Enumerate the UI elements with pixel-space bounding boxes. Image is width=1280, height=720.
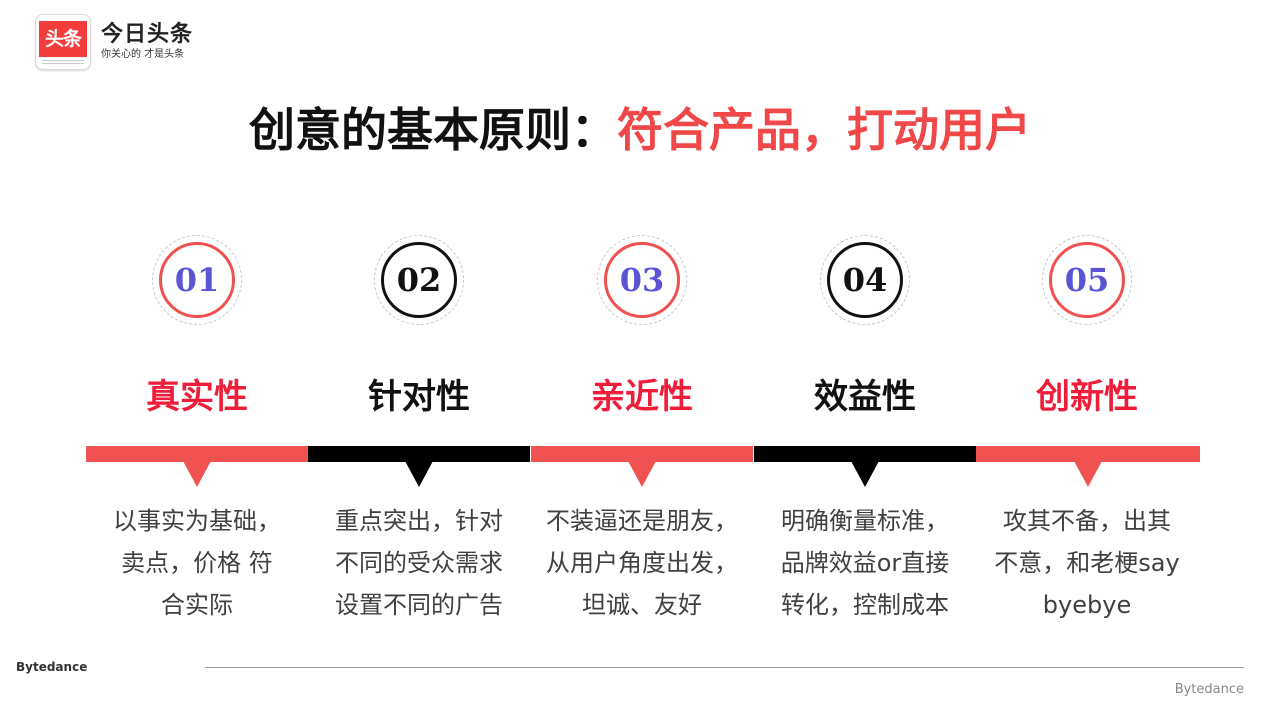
title-prefix: 创意的基本原则： xyxy=(249,103,617,157)
description-line: 从用户角度出发， xyxy=(546,549,738,577)
principle-description-2: 重点突出，针对 不同的受众需求 设置不同的广告 xyxy=(308,500,530,626)
timeline-bar-2 xyxy=(308,446,530,462)
slide-title: 创意的基本原则：符合产品，打动用户 xyxy=(0,100,1280,160)
principle-description-4: 明确衡量标准， 品牌效益or直接 转化，控制成本 xyxy=(754,500,976,626)
logo-name: 今日头条 xyxy=(101,22,194,47)
footer-brand-left: Bytedance xyxy=(16,660,88,674)
number-circle-outer: 05 xyxy=(1042,235,1132,325)
description-line: 重点突出，针对 xyxy=(335,507,503,535)
principle-description-5: 攻其不备，出其 不意，和老梗say byebye xyxy=(976,500,1198,626)
description-line: 不装逼还是朋友， xyxy=(546,507,738,535)
principle-description-1: 以事实为基础， 卖点，价格 符 合实际 xyxy=(86,500,308,626)
number-circle-outer: 03 xyxy=(597,235,687,325)
number-circle-outer: 04 xyxy=(820,235,910,325)
number-circle: 05 xyxy=(1049,242,1125,318)
footer-brand-right: Bytedance xyxy=(1174,682,1244,697)
description-line: byebye xyxy=(1042,591,1132,619)
description-line: 坦诚、友好 xyxy=(582,591,702,619)
description-line: 合实际 xyxy=(161,591,233,619)
logo-text: 今日头条 你关心的 才是头条 xyxy=(101,22,193,62)
number-circle-outer: 02 xyxy=(374,235,464,325)
description-line: 攻其不备，出其 xyxy=(1003,507,1171,535)
logo-badge: 头条 xyxy=(35,14,91,70)
description-line: 不同的受众需求 xyxy=(335,549,503,577)
description-line: 品牌效益or直接 xyxy=(780,549,950,577)
timeline-pointer-1 xyxy=(183,461,211,487)
principle-description-3: 不装逼还是朋友， 从用户角度出发， 坦诚、友好 xyxy=(531,500,753,626)
description-line: 卖点，价格 符 xyxy=(121,549,273,577)
description-line: 设置不同的广告 xyxy=(335,591,503,619)
timeline-pointer-4 xyxy=(851,461,879,487)
number-circle-outer: 01 xyxy=(152,235,242,325)
principle-heading: 针对性 xyxy=(368,377,470,417)
number-circle: 03 xyxy=(604,242,680,318)
timeline-pointer-2 xyxy=(405,461,433,487)
number-circle: 04 xyxy=(827,242,903,318)
description-line: 转化，控制成本 xyxy=(781,591,949,619)
timeline-bar-1 xyxy=(86,446,308,462)
principle-heading: 亲近性 xyxy=(591,377,693,417)
number-circle: 01 xyxy=(159,242,235,318)
footer-divider xyxy=(205,667,1244,668)
principle-heading: 创新性 xyxy=(1036,377,1138,417)
timeline-bar-5 xyxy=(976,446,1200,462)
description-line: 以事实为基础， xyxy=(113,507,281,535)
principle-heading: 效益性 xyxy=(814,377,916,417)
timeline-bar-4 xyxy=(754,446,976,462)
logo-slogan: 你关心的 才是头条 xyxy=(101,49,185,60)
toutiao-logo: 头条 今日头条 你关心的 才是头条 xyxy=(35,14,193,70)
logo-newspaper-lines xyxy=(42,60,84,64)
title-highlight: 符合产品，打动用户 xyxy=(617,103,1031,157)
timeline-pointer-3 xyxy=(628,461,656,487)
description-line: 不意，和老梗say xyxy=(994,549,1180,577)
timeline-bar-3 xyxy=(531,446,753,462)
principle-heading: 真实性 xyxy=(146,377,248,417)
timeline-pointer-5 xyxy=(1074,461,1102,487)
description-line: 明确衡量标准， xyxy=(781,507,949,535)
number-circle: 02 xyxy=(381,242,457,318)
logo-badge-text: 头条 xyxy=(39,21,87,57)
